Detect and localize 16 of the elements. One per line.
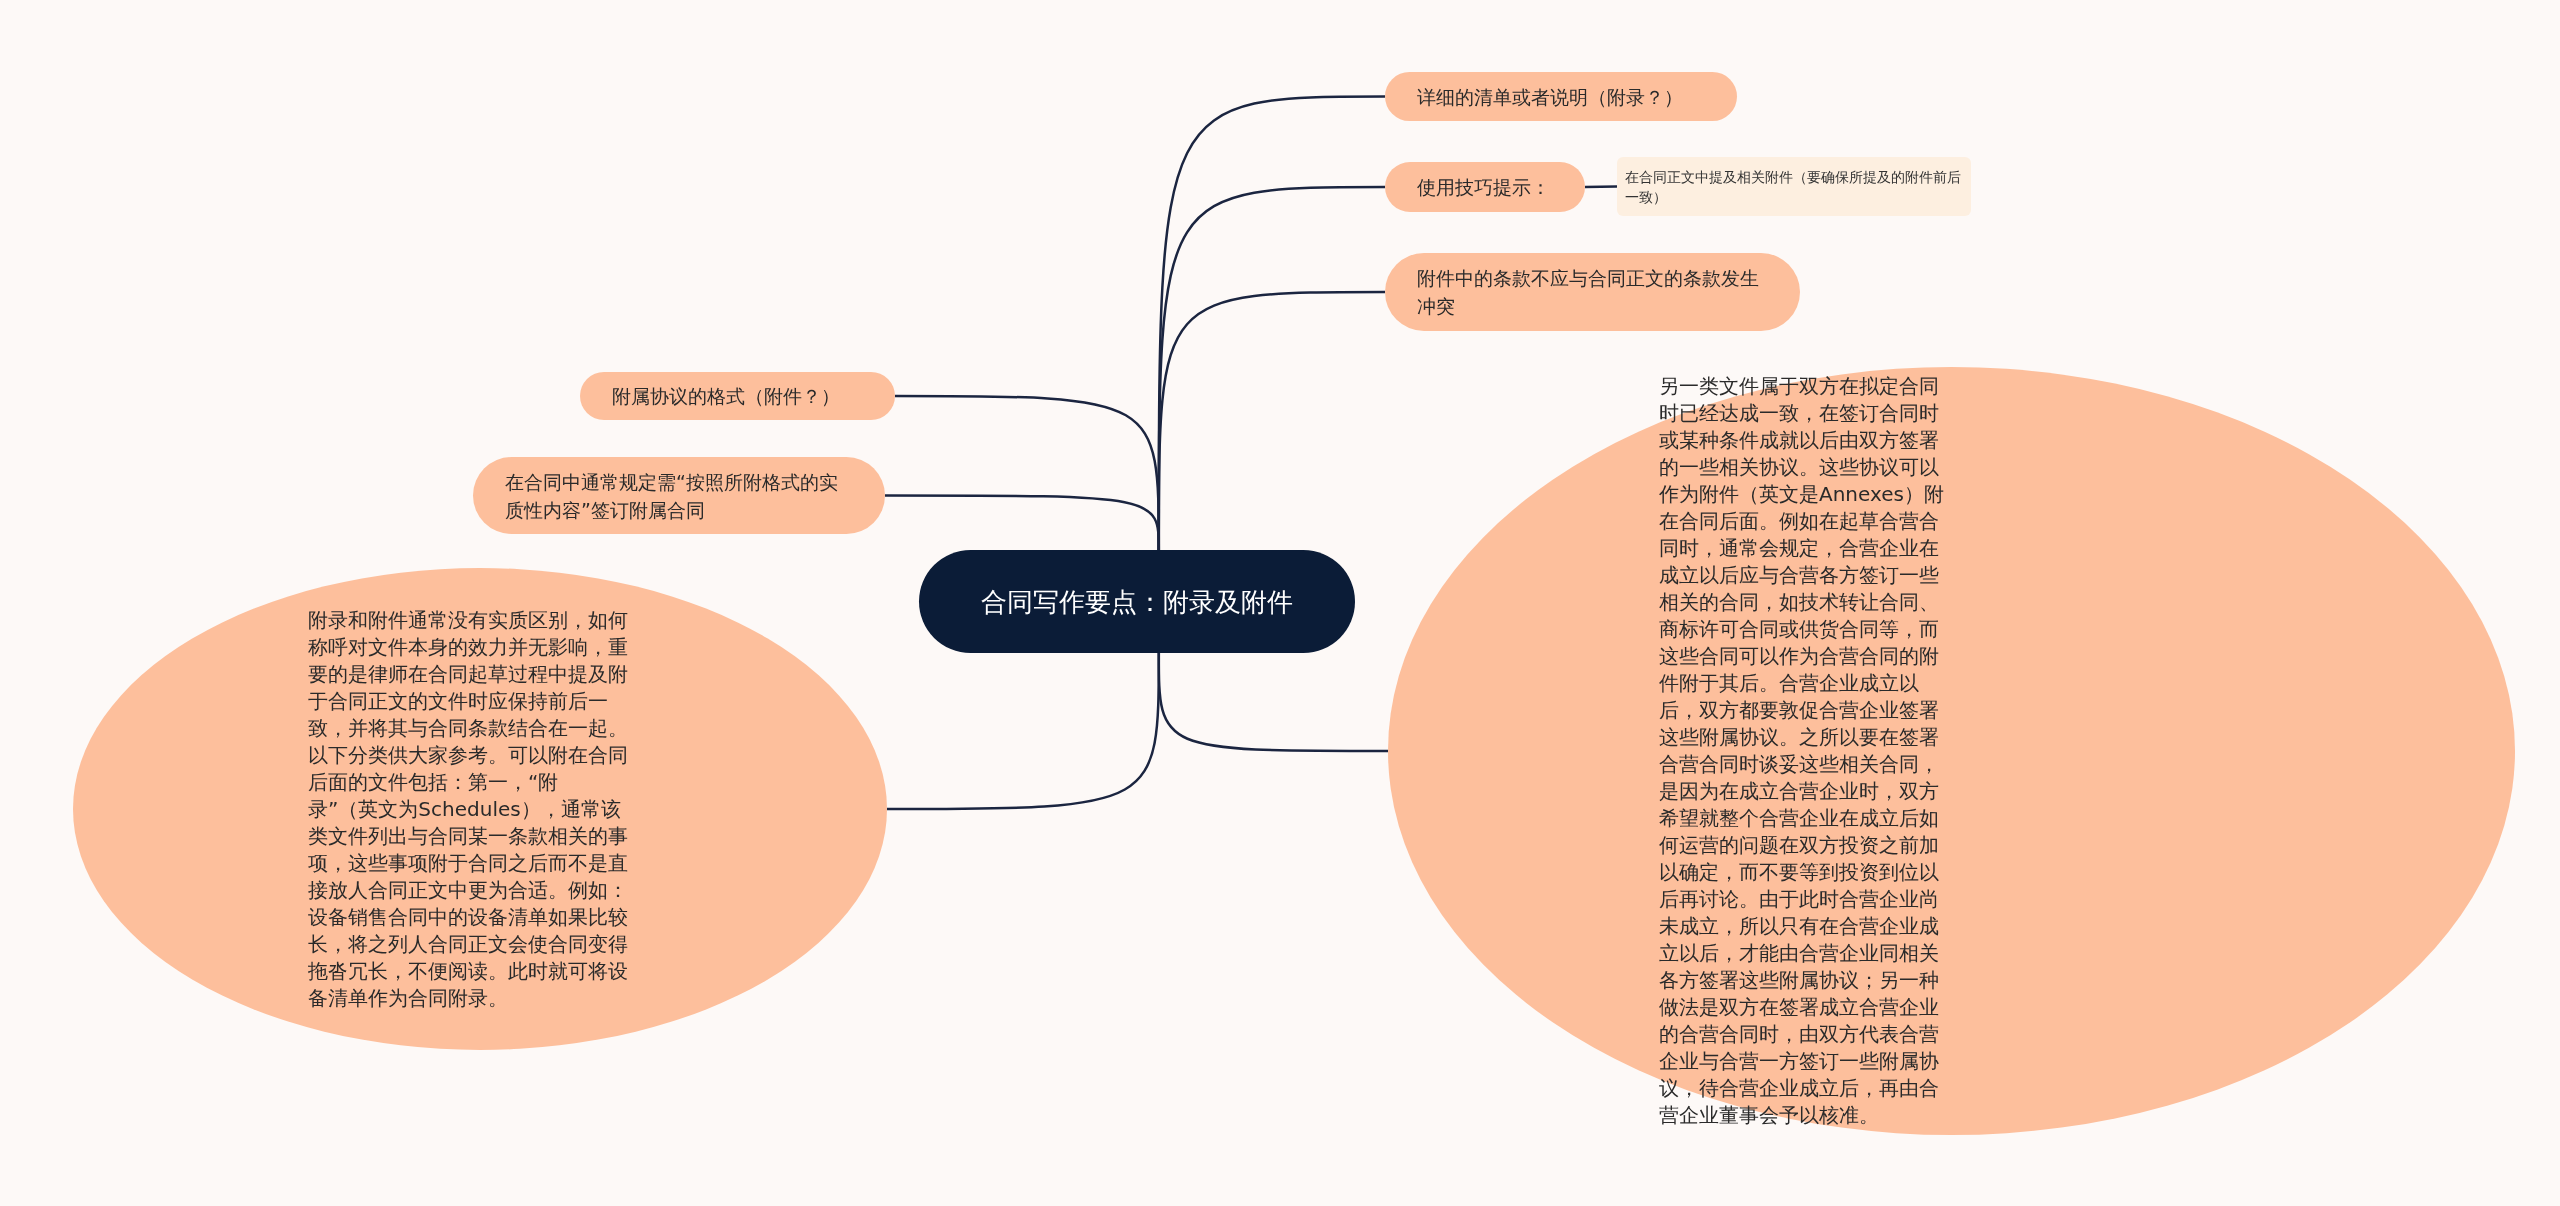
node-text: 附件中的条款不应与合同正文的条款发生冲突 xyxy=(1417,266,1760,319)
connector xyxy=(1584,185,1618,189)
node-text: 合同写作要点：附录及附件 xyxy=(981,585,1293,619)
node-text: 另一类文件属于双方在拟定合同时已经达成一致，在签订合同时或某种条件成就以后由双方签署的一些相关协议。这些协议可以作为附件（英文是Annexes）附在合同后面。例如在起草合营合同时，通常会规定，合营企业在成立以后应与合营各方签订一些相关的合同，如技术转让合同、商标许可合同或供货合同等，而这些合同可以作为合营合同的附件附于其后。合营企业成立以后，双方都要敦促合营企业签署这些附属协议。之所以要在签署合营合同时谈妥这些相关合同，是因为在成立合营企业时，双方希望就整个合营企业在成立后如何运营的问题在双方投资之前加以确定，而不要等到投资到位以后再讨论。由于此时合营企业尚未成立，所以只有在合营企业成立以后，才能由合营企业同相关各方签署这些附属协议；另一种做法是双方在签署成立合营企业的合营合同时，由双方代表合营企业与合营一方签订一些附属协议，待合营企业成立后，再由合营企业董事会予以核准。 xyxy=(1659,373,1944,1129)
node-text: 使用技巧提示： xyxy=(1417,175,1550,200)
topic-pill xyxy=(580,372,895,420)
node-text: 附录和附件通常没有实质区别，如何称呼对文件本身的效力并无影响，重要的是律师在合同起草过程中提及附于合同正文的文件时应保持前后一致，并将其与合同条款结合在一起。以下分类供大家参考。可以附在合同后面的文件包括：第一，“附录”（英文为Schedules），通常该类文件列出与合同某一条款相关的事项，这些事项附于合同之后而不是直接放人合同正文中更为合适。例如：设备销售合同中的设备清单如果比较长，将之列人合同正文会使合同变得拖沓冗长，不便阅读。此时就可将设备清单作为合同附录。 xyxy=(308,606,628,1012)
topic-pill xyxy=(1385,72,1737,121)
topic-pill xyxy=(1385,162,1585,212)
node-text: 附属协议的格式（附件？） xyxy=(612,384,840,409)
connector xyxy=(887,653,1161,811)
node-text: 在合同正文中提及相关附件（要确保所提及的附件前后一致） xyxy=(1625,167,1962,207)
connector xyxy=(885,494,1161,550)
note-box xyxy=(1617,157,1971,216)
node-text: 在合同中通常规定需“按照所附格式的实质性内容”签订附属合同 xyxy=(505,469,839,523)
node-text: 详细的清单或者说明（附录？） xyxy=(1417,84,1683,110)
